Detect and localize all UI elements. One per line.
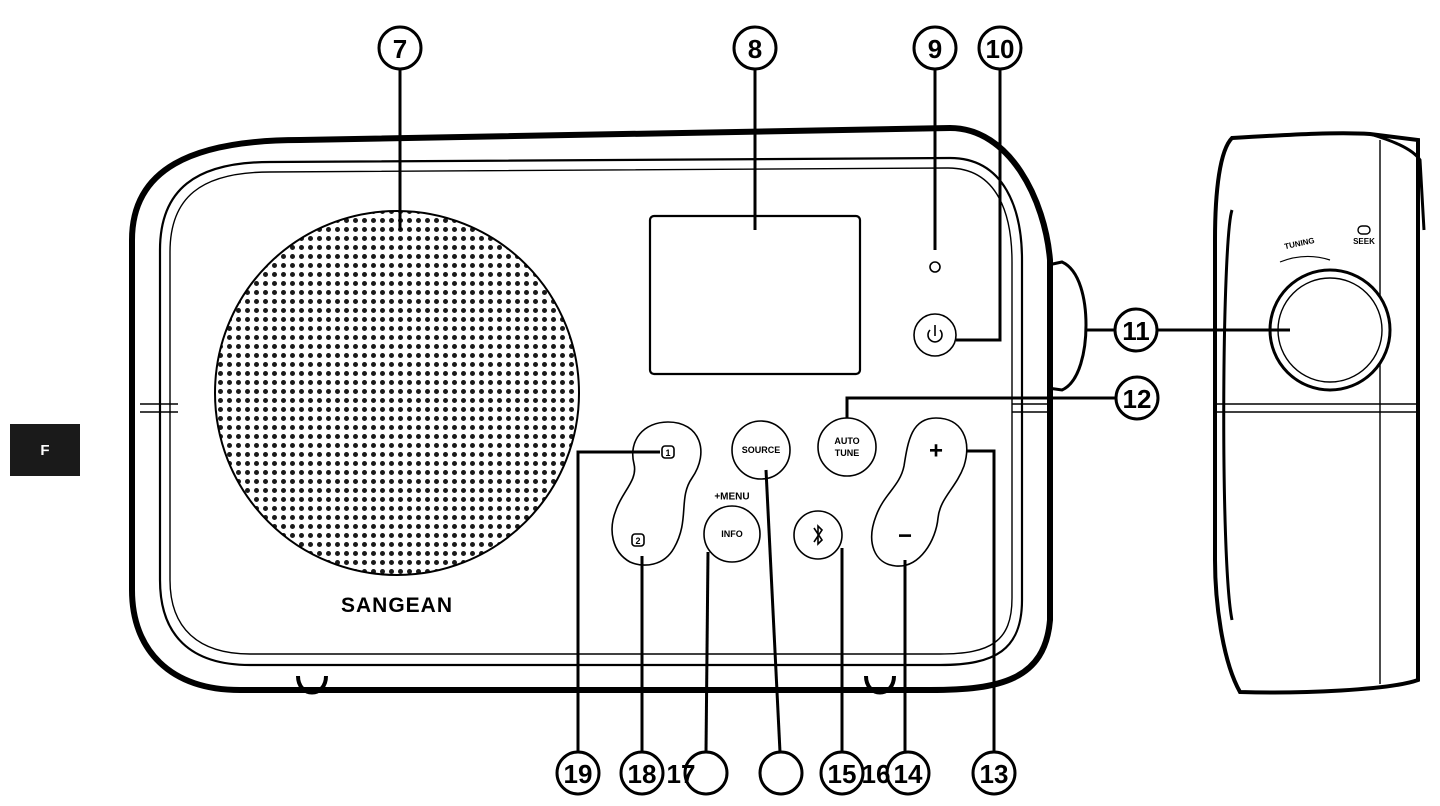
tuning-arc [1279, 255, 1331, 263]
leader-17 [704, 551, 710, 753]
svg-text:AUTO: AUTO [834, 436, 859, 446]
lcd-display [648, 214, 862, 376]
svg-text:SOURCE: SOURCE [742, 445, 781, 455]
volume-up-button[interactable]: + [920, 435, 952, 467]
svg-text:+: + [929, 438, 943, 465]
page-section-tab: F [10, 424, 80, 476]
radio-inner-frame [158, 156, 1024, 667]
radio-side-view: TUNING SEEK [1213, 131, 1426, 695]
svg-text:15: 15 [828, 759, 857, 789]
svg-text:18: 18 [628, 759, 657, 789]
callout-12: 12 [1114, 375, 1160, 421]
leader-19 [576, 450, 660, 752]
radio-inner-frame-bevel [169, 167, 1013, 655]
svg-text:13: 13 [980, 759, 1009, 789]
callout-8: 8 [732, 25, 778, 71]
bluetooth-icon [813, 524, 824, 546]
front-tuning-knob-edge [1047, 260, 1088, 392]
svg-text:12: 12 [1123, 384, 1152, 414]
speaker-grille [214, 210, 580, 576]
left-foot [296, 675, 328, 695]
menu-hint-label: +MENU [714, 492, 749, 503]
side-front-bevel [1222, 209, 1234, 621]
volume-buttons-housing [871, 417, 968, 567]
radio-outer-shell [129, 124, 1053, 693]
leader-10 [956, 68, 1002, 342]
page-section-tab-label: F [40, 441, 50, 459]
callout-16: 16 [758, 750, 891, 796]
volume-down-button[interactable]: − [889, 520, 921, 552]
right-foot [864, 675, 896, 695]
svg-text:10: 10 [986, 34, 1015, 64]
alarm-1-button[interactable]: 1 [654, 438, 682, 466]
alarm-2-button[interactable]: 2 [624, 526, 652, 554]
power-icon [927, 329, 943, 343]
callout-11: 11 [1113, 307, 1159, 353]
callout-10: 10 [977, 25, 1023, 71]
svg-text:16: 16 [862, 759, 891, 789]
auto-tune-button[interactable]: AUTO TUNE [817, 417, 877, 477]
side-handle [1369, 132, 1426, 231]
callout-18: 18 [619, 750, 665, 796]
callout-9: 9 [912, 25, 958, 71]
svg-text:19: 19 [564, 759, 593, 789]
callout-15: 15 [819, 750, 865, 796]
svg-text:1: 1 [665, 448, 670, 458]
callout-14: 14 [885, 750, 931, 796]
brand-logo: SANGEAN [341, 594, 453, 617]
svg-text:17: 17 [667, 759, 696, 789]
alarm-2-icon [631, 533, 645, 547]
leader-16 [764, 469, 782, 753]
callout-19: 19 [555, 750, 601, 796]
leader-12 [845, 396, 1115, 418]
svg-text:11: 11 [1122, 316, 1150, 346]
source-button[interactable]: SOURCE [731, 420, 791, 480]
alarm-1-icon [661, 445, 675, 459]
side-shell [1213, 131, 1420, 695]
svg-text:14: 14 [894, 759, 923, 789]
callout-7: 7 [377, 25, 423, 71]
info-button[interactable]: INFO [703, 505, 761, 563]
svg-text:−: − [898, 523, 912, 550]
bluetooth-button[interactable] [793, 510, 843, 560]
svg-text:9: 9 [928, 34, 942, 64]
callout-17: 17 [667, 750, 729, 796]
power-button[interactable] [913, 313, 957, 357]
svg-text:TUNE: TUNE [835, 448, 860, 458]
radio-front-body [129, 124, 1088, 695]
seek-icon [1357, 225, 1371, 235]
alarm-buttons-housing [611, 421, 702, 566]
power-led-indicator [929, 261, 941, 273]
leader-lines [398, 68, 1290, 753]
svg-text:INFO: INFO [721, 529, 743, 539]
svg-text:2: 2 [635, 536, 640, 546]
leader-13 [966, 449, 996, 752]
svg-text:8: 8 [748, 34, 762, 64]
tuning-label: TUNING [1284, 236, 1316, 251]
seek-label: SEEK [1353, 237, 1375, 246]
callout-13: 13 [971, 750, 1017, 796]
svg-text:7: 7 [393, 34, 407, 64]
